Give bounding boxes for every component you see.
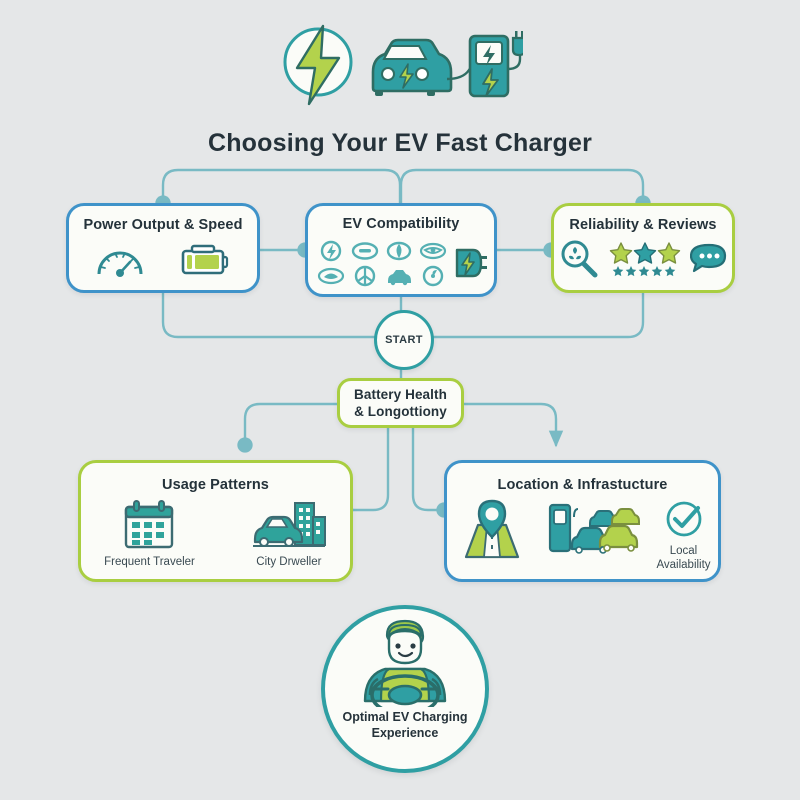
node-usage-patterns[interactable]: Usage Patterns Frequent Traveler bbox=[78, 460, 353, 582]
usage-item-city-dweller: City Drweller bbox=[251, 499, 327, 568]
battery-icon bbox=[181, 244, 229, 275]
city-car-icon bbox=[252, 502, 326, 547]
node-reliability-reviews-title: Reliability & Reviews bbox=[569, 217, 717, 233]
brand-logo-bolt-icon bbox=[316, 240, 346, 262]
brand-logo-car-icon bbox=[384, 265, 414, 287]
charging-lot-icon bbox=[549, 503, 641, 554]
usage-item-frequent-traveler: Frequent Traveler bbox=[104, 499, 195, 568]
node-battery-health[interactable]: Battery Health & Longottiony bbox=[337, 378, 464, 428]
usage-item-label: Frequent Traveler bbox=[104, 556, 195, 568]
node-power-output-icons bbox=[69, 241, 257, 279]
usage-item-label: City Drweller bbox=[256, 556, 322, 568]
five-star-row-icon bbox=[612, 265, 676, 276]
battery-health-line2: & Longottiony bbox=[354, 404, 447, 419]
node-reliability-reviews-icons bbox=[554, 239, 732, 279]
node-ev-compatibility-title: EV Compatibility bbox=[342, 216, 460, 232]
brand-logo-wings-icon bbox=[418, 240, 448, 262]
map-pin-icon bbox=[465, 499, 520, 559]
outcome-label: Optimal EV Charging Experience bbox=[332, 709, 477, 741]
calendar-icon bbox=[125, 500, 174, 549]
happy-driver-icon bbox=[363, 619, 447, 707]
node-usage-patterns-title: Usage Patterns bbox=[162, 477, 269, 493]
node-location-infrastructure-title: Location & Infrastucture bbox=[497, 477, 668, 493]
charging-station-icon bbox=[446, 31, 527, 98]
node-power-output-title: Power Output & Speed bbox=[83, 217, 243, 233]
brand-logo-oval-icon bbox=[350, 240, 380, 262]
outcome-badge[interactable]: Optimal EV Charging Experience bbox=[321, 605, 489, 773]
local-availability-line2: Availability bbox=[656, 559, 711, 571]
brand-logo-crown-icon bbox=[316, 265, 346, 287]
node-location-infrastructure[interactable]: Location & Infrastucture bbox=[444, 460, 721, 582]
outcome-label-line1: Optimal EV Charging bbox=[342, 710, 468, 724]
check-circle-icon bbox=[666, 501, 701, 537]
brand-logo-grid bbox=[316, 238, 448, 288]
node-battery-health-title: Battery Health & Longottiony bbox=[354, 386, 447, 420]
node-ev-compatibility[interactable]: EV Compatibility bbox=[305, 203, 497, 297]
page-title: Choosing Your EV Fast Charger bbox=[207, 129, 593, 157]
start-badge[interactable]: START bbox=[374, 310, 434, 370]
node-reliability-reviews[interactable]: Reliability & Reviews bbox=[551, 203, 735, 293]
brand-logo-leaf-icon bbox=[384, 240, 414, 262]
brand-logo-swirl-icon bbox=[418, 265, 448, 287]
magnifier-search-icon bbox=[561, 240, 598, 278]
node-power-output[interactable]: Power Output & Speed bbox=[66, 203, 260, 293]
lightning-bolt-circle-icon bbox=[283, 24, 353, 106]
location-item-local-availability: Local Availability bbox=[656, 499, 711, 572]
ev-car-icon bbox=[371, 38, 453, 96]
plug-icon bbox=[455, 248, 487, 278]
outcome-label-line2: Experience bbox=[371, 726, 439, 740]
header-icon-group bbox=[277, 24, 527, 106]
speech-bubble-icon bbox=[690, 243, 727, 273]
brand-logo-cross-icon bbox=[350, 265, 380, 287]
battery-health-line1: Battery Health bbox=[354, 387, 447, 402]
local-availability-line1: Local bbox=[669, 545, 698, 557]
speedometer-icon bbox=[97, 251, 143, 277]
star-rating-icon bbox=[609, 241, 681, 264]
